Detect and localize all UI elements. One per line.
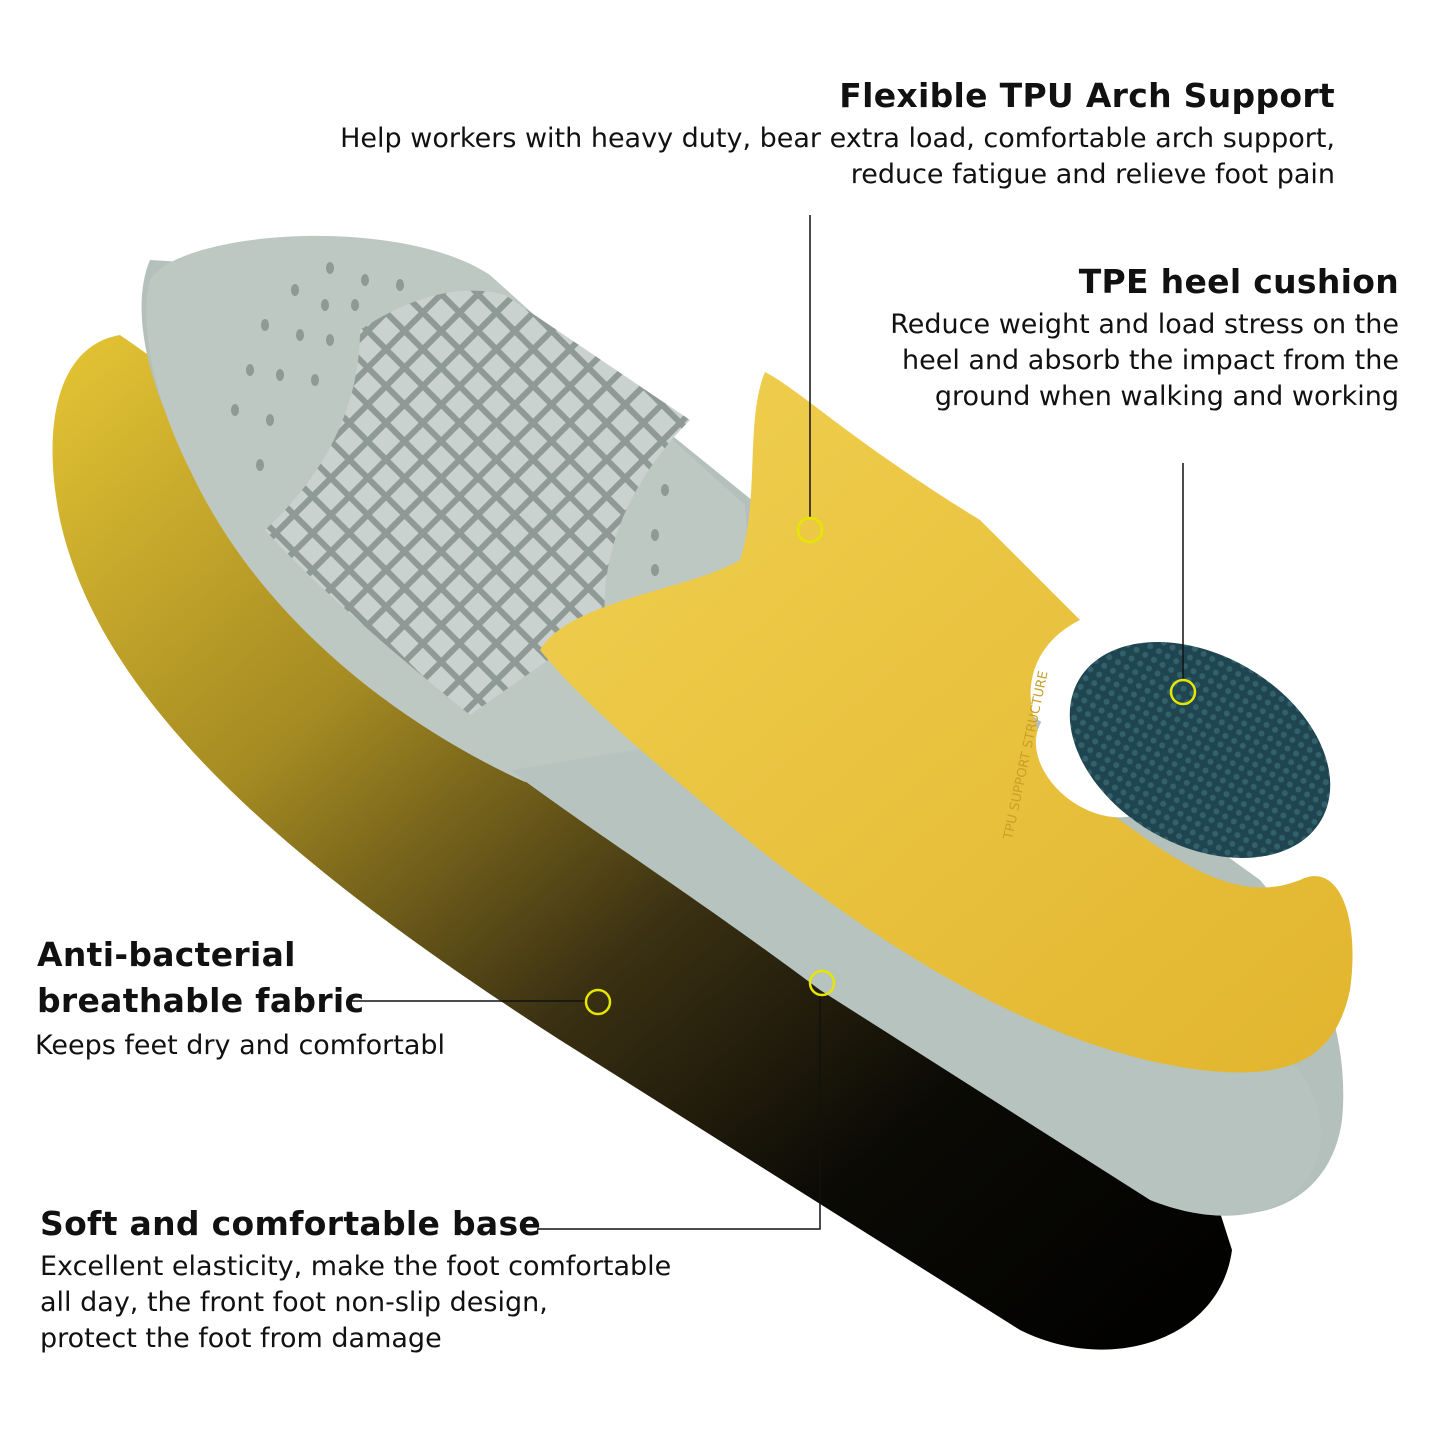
- heel-desc-line2: heel and absorb the impact from the: [901, 345, 1399, 376]
- heel-marker: [1169, 678, 1197, 706]
- base-title: Soft and comfortable base: [40, 1204, 542, 1243]
- mesh-forefoot: [265, 290, 690, 715]
- fabric-desc: Keeps feet dry and comfortabl: [35, 1030, 446, 1061]
- base-marker: [808, 969, 836, 997]
- heel-desc-line1: Reduce weight and load stress on the: [890, 309, 1399, 340]
- tpe-heel-cushion: [1069, 641, 1331, 859]
- callout-lines: [352, 215, 1184, 1230]
- heel-desc-line3: ground when walking and working: [934, 381, 1399, 412]
- arch-marker: [796, 516, 824, 544]
- fabric-title-line1: Anti-bacterial: [37, 935, 296, 974]
- base-desc-line2: all day, the front foot non-slip design,: [40, 1287, 548, 1318]
- arch-desc-line1: Help workers with heavy duty, bear extra…: [340, 123, 1335, 154]
- ventilation-holes: [231, 262, 669, 576]
- tpu-arch-support: [540, 372, 1353, 1073]
- arch-desc-line2: reduce fatigue and relieve foot pain: [850, 159, 1335, 190]
- heel-callout: TPE heel cushion Reduce weight and load …: [890, 262, 1399, 415]
- marker-circles: [584, 516, 1197, 1016]
- base-callout: Soft and comfortable base Excellent elas…: [40, 1204, 671, 1357]
- insole-heel-band: [510, 730, 1321, 1216]
- base-desc-line1: Excellent elasticity, make the foot comf…: [40, 1251, 672, 1282]
- base-desc-line3: protect the foot from damage: [40, 1323, 442, 1354]
- fabric-marker: [584, 988, 612, 1016]
- fabric-title-line2: breathable fabric: [37, 981, 365, 1020]
- arch-callout: Flexible TPU Arch Support Help workers w…: [340, 76, 1335, 193]
- fabric-callout: Anti-bacterial breathable fabric Keeps f…: [35, 932, 446, 1064]
- arch-title: Flexible TPU Arch Support: [839, 76, 1335, 115]
- heel-title: TPE heel cushion: [1078, 262, 1399, 301]
